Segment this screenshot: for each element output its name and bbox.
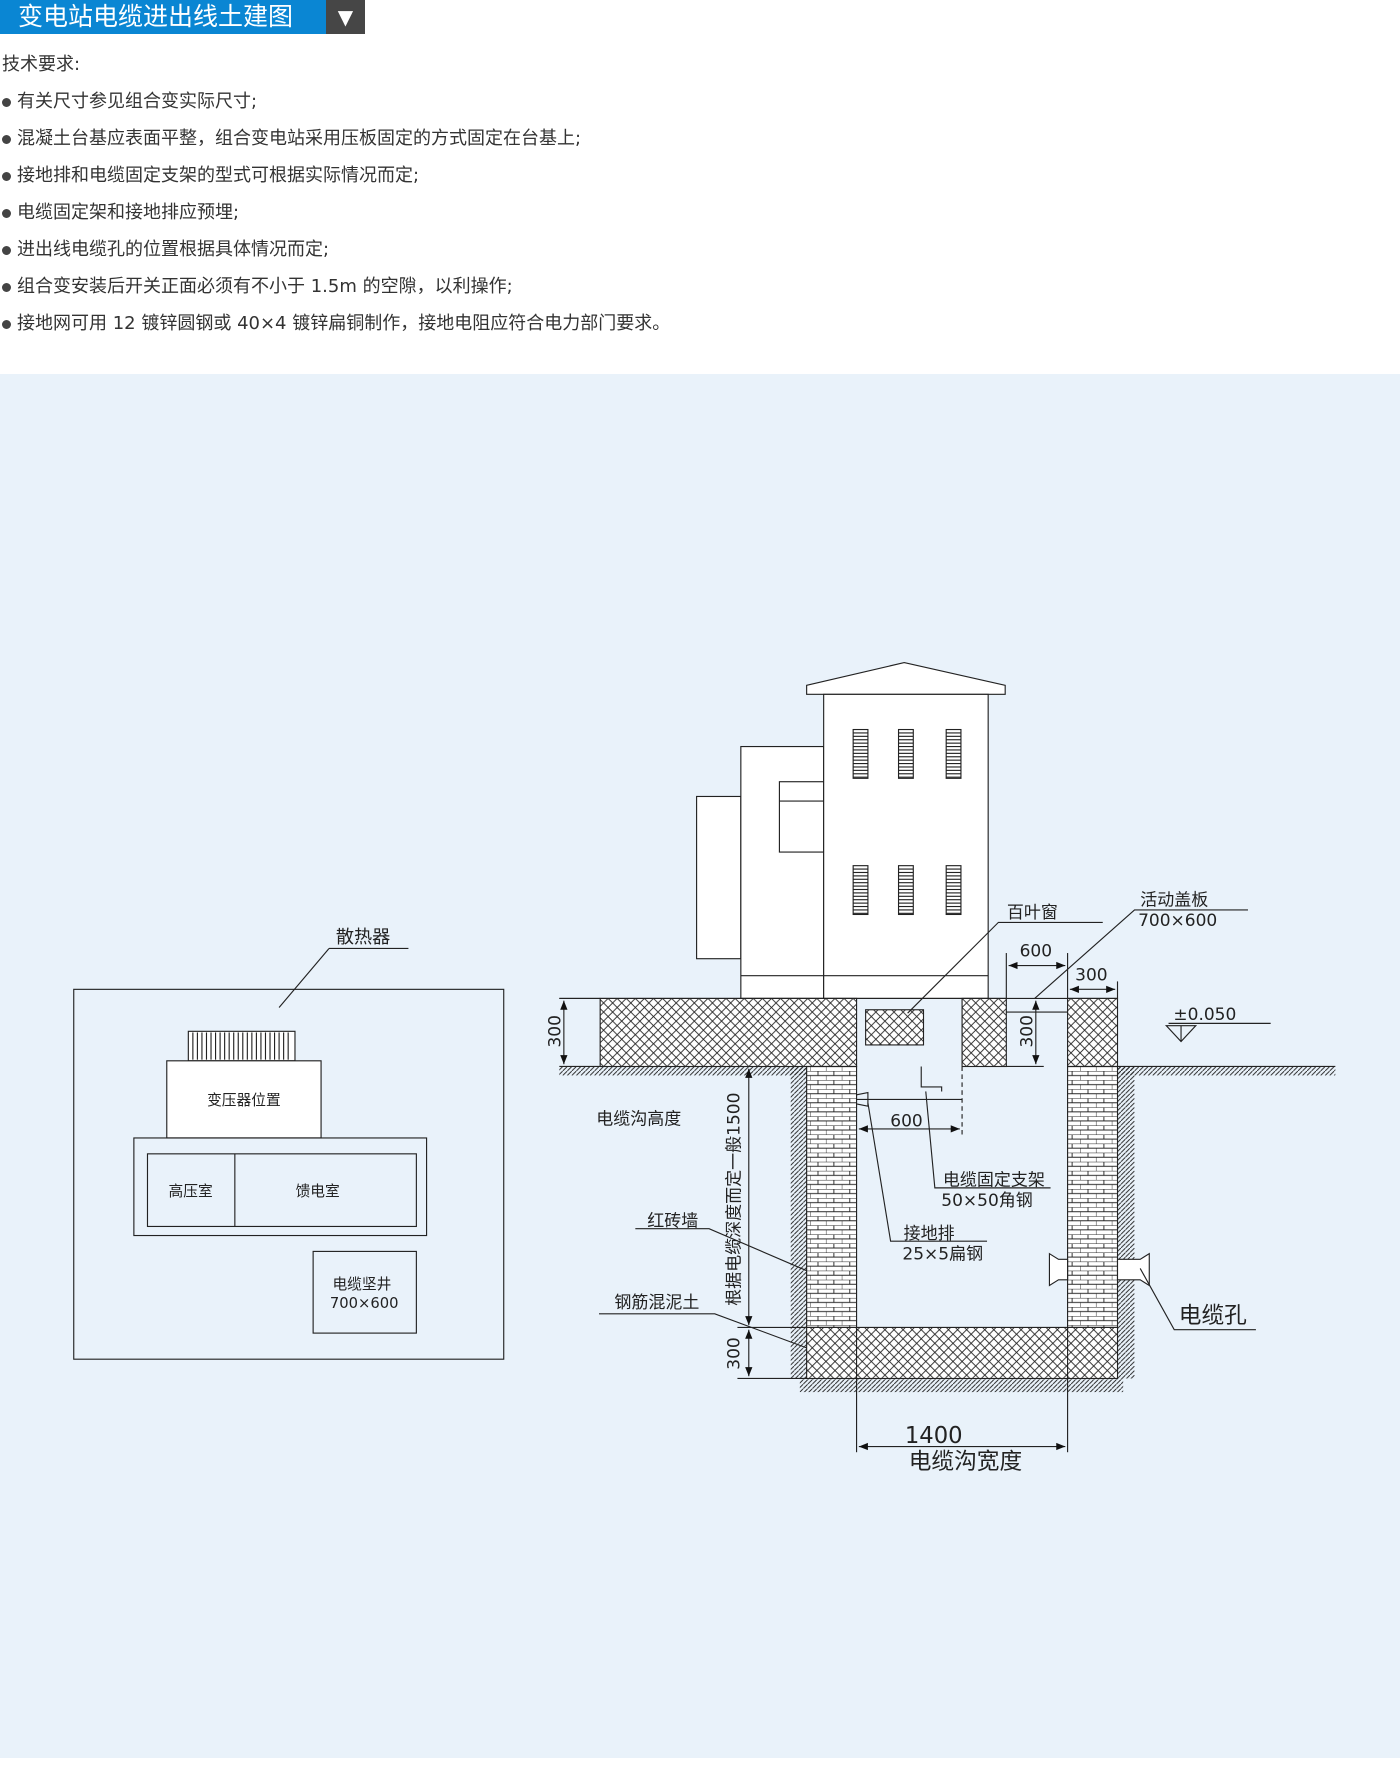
bullet-icon bbox=[2, 208, 11, 218]
brick-wall-label: 红砖墙 bbox=[647, 1211, 698, 1231]
side-cabinet bbox=[696, 795, 742, 960]
hv-room-label: 高压室 bbox=[168, 1183, 212, 1200]
cable-shaft-size: 700×600 bbox=[330, 1295, 399, 1312]
dim-300-bottom: 300 bbox=[725, 1337, 745, 1369]
dim-600-inner: 600 bbox=[890, 1112, 922, 1132]
transformer-label: 变压器位置 bbox=[207, 1092, 281, 1109]
list-item: 进出线电缆孔的位置根据具体情况而定; bbox=[2, 235, 670, 272]
level-label: ±0.050 bbox=[1173, 1005, 1236, 1025]
list-item: 接地网可用 12 镀锌圆钢或 40×4 镀锌扁铜制作，接地电阻应符合电力部门要求… bbox=[2, 309, 670, 346]
page-title: 变电站电缆进出线土建图 bbox=[0, 0, 326, 34]
cable-hole-label: 电缆孔 bbox=[1179, 1303, 1247, 1329]
ground-bar-spec: 25×5扁钢 bbox=[902, 1244, 983, 1264]
list-item: 有关尺寸参见组合变实际尺寸; bbox=[2, 87, 670, 124]
roof bbox=[806, 662, 1006, 695]
cover-label: 活动盖板 bbox=[1140, 890, 1208, 910]
dim-600-top: 600 bbox=[1020, 941, 1052, 961]
width-value: 1400 bbox=[905, 1423, 963, 1449]
feeder-room-label: 馈电室 bbox=[296, 1183, 340, 1200]
page-header: 变电站电缆进出线土建图 ▼ bbox=[0, 0, 365, 34]
bullet-icon bbox=[2, 171, 11, 181]
cover-size: 700×600 bbox=[1138, 911, 1217, 931]
brick-wall-right bbox=[1067, 1065, 1119, 1328]
transformer-position bbox=[166, 1060, 322, 1139]
list-item: 混凝土台基应表面平整，组合变电站采用压板固定的方式固定在台基上; bbox=[2, 124, 670, 161]
bullet-icon bbox=[2, 319, 11, 329]
dim-300-top: 300 bbox=[1075, 965, 1107, 985]
requirements-heading: 技术要求: bbox=[2, 54, 81, 75]
bracket-label: 电缆固定支架 bbox=[943, 1171, 1045, 1191]
foundation-slab bbox=[599, 997, 858, 1068]
dim-300-mid: 300 bbox=[1017, 1015, 1037, 1047]
triangle-down-icon[interactable]: ▼ bbox=[326, 0, 365, 34]
dim-300-left: 300 bbox=[545, 1015, 565, 1047]
louver-vent bbox=[865, 1009, 925, 1046]
cable-shaft bbox=[312, 1250, 417, 1334]
width-label: 电缆沟宽度 bbox=[909, 1449, 1022, 1475]
bullet-icon bbox=[2, 282, 11, 292]
depth-note: 根据电缆深度而定一般1500 bbox=[725, 1093, 745, 1306]
list-item: 组合变安装后开关正面必须有不小于 1.5m 的空隙，以利操作; bbox=[2, 272, 670, 309]
bracket-spec: 50×50角钢 bbox=[941, 1191, 1033, 1211]
trench-height-label: 电缆沟高度 bbox=[596, 1109, 681, 1129]
ground-bar-label: 接地排 bbox=[904, 1224, 955, 1244]
louver-label: 百叶窗 bbox=[1007, 903, 1058, 923]
cable-shaft-label: 电缆坚井 bbox=[332, 1276, 391, 1293]
concrete-bottom bbox=[806, 1326, 1119, 1380]
bullet-icon bbox=[2, 245, 11, 255]
cable-hole-inner bbox=[1048, 1252, 1069, 1287]
bullet-icon bbox=[2, 134, 11, 144]
radiator-label: 散热器 bbox=[336, 927, 390, 948]
switchgear-block bbox=[133, 1137, 428, 1237]
concrete-label: 钢筋混泥土 bbox=[614, 1293, 699, 1313]
brick-wall-left bbox=[806, 1065, 858, 1328]
bullet-icon bbox=[2, 97, 11, 107]
list-item: 接地排和电缆固定支架的型式可根据实际情况而定; bbox=[2, 161, 670, 198]
technical-requirements: 技术要求: 有关尺寸参见组合变实际尺寸; 混凝土台基应表面平整，组合变电站采用压… bbox=[2, 50, 670, 346]
plan-outline bbox=[73, 988, 505, 1360]
list-item: 电缆固定架和接地排应预埋; bbox=[2, 198, 670, 235]
